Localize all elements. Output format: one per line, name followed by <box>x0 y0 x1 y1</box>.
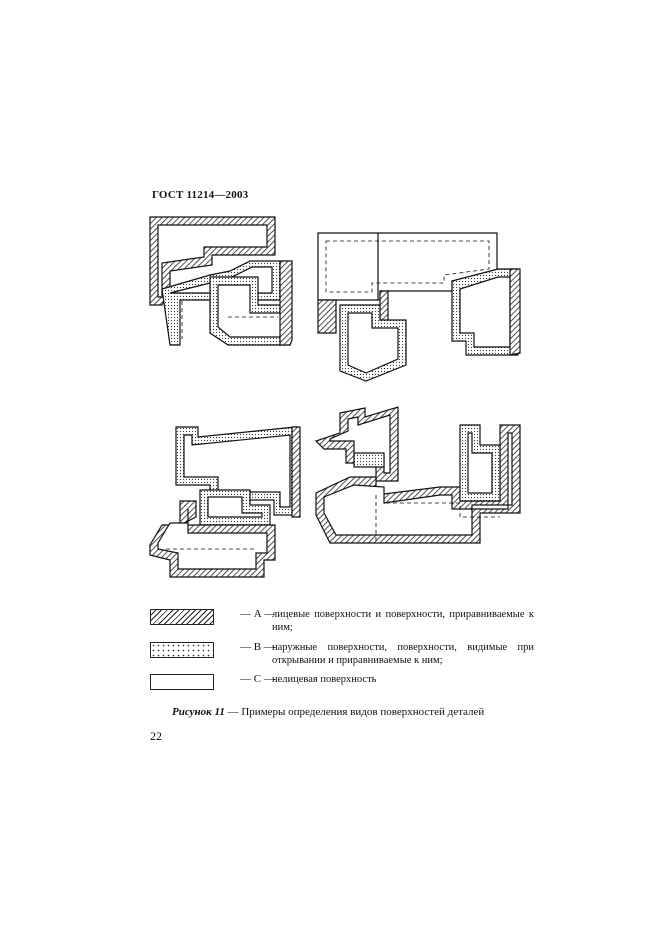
legend-text: наружные поверхности, поверхности, видим… <box>272 642 534 666</box>
legend-item-a: — А — лицевые поверхности и поверхности,… <box>150 607 534 633</box>
profile-drawing-1 <box>149 216 293 346</box>
page-number: 22 <box>150 729 162 743</box>
legend-label: — А — <box>240 608 276 620</box>
legend-item-c: — С — нелицевая поверхность <box>150 672 376 690</box>
legend-item-b: — В — наружные поверхности, поверхности,… <box>150 640 534 666</box>
profile-drawing-3 <box>149 426 301 578</box>
plain-swatch-icon <box>150 674 214 690</box>
profile-drawing-4 <box>314 406 521 544</box>
figure-caption: Рисунок 11 — Примеры определения видов п… <box>172 706 484 718</box>
figure-caption-text: — Примеры определения видов поверхностей… <box>224 706 485 718</box>
legend-text: лицевые поверхности и поверхности, прира… <box>272 609 534 633</box>
profile-drawing-2 <box>317 232 521 382</box>
document-header: ГОСТ 11214—2003 <box>152 189 249 201</box>
legend-text: нелицевая поверхность <box>272 674 377 685</box>
legend-label: — В — <box>240 641 275 653</box>
figure-caption-prefix: Рисунок 11 <box>172 706 225 718</box>
profile-drawings-figure <box>149 216 521 578</box>
dotted-swatch-icon <box>150 642 214 658</box>
legend-label: — С — <box>240 673 275 685</box>
hatch-swatch-icon <box>150 609 214 625</box>
